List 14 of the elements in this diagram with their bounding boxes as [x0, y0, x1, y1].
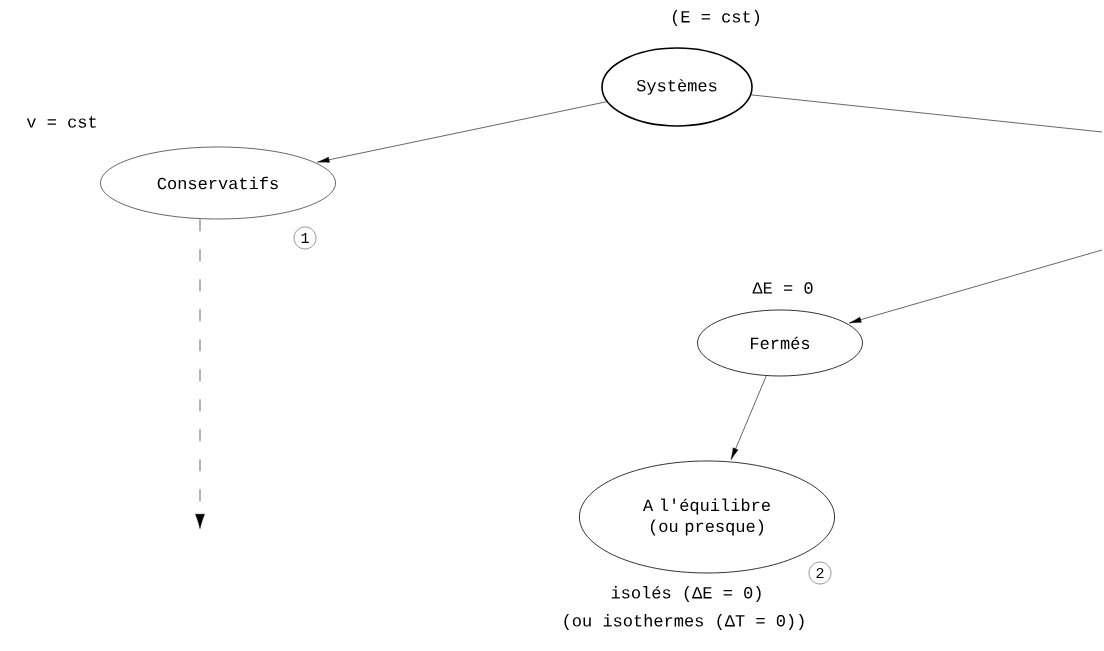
callout-number: 2: [808, 561, 832, 585]
node-annotation: (ou isothermes (ΔT = 0)): [564, 614, 804, 630]
arrow: [195, 219, 205, 529]
arrow: [849, 249, 1103, 324]
node-annotation: ΔE = 0: [752, 282, 813, 294]
node-annotation: v = cst: [26, 116, 96, 128]
node-annotation: (E = cst): [672, 10, 760, 26]
arrow: [730, 375, 767, 460]
ellipse-node: Systèmes: [601, 47, 753, 127]
ellipse-node: Fermés: [697, 309, 863, 377]
arrow: [317, 101, 607, 163]
ellipse-node: Conservatifs: [100, 146, 336, 220]
node-annotation: isolés (ΔE = 0): [611, 586, 761, 602]
callout-number: 1: [293, 226, 317, 250]
